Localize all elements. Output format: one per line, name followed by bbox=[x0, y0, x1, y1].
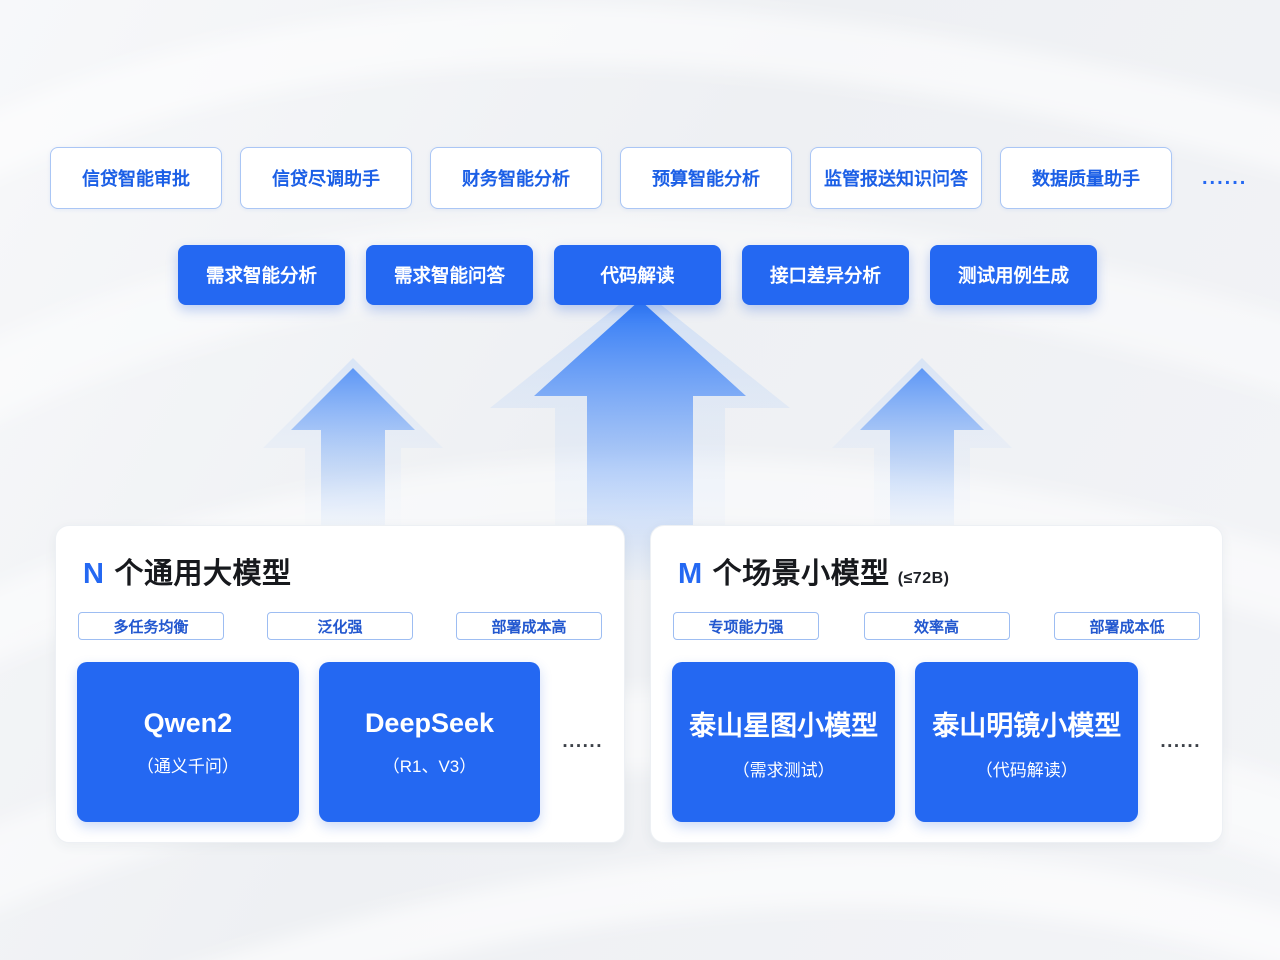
tool-box-interface-diff: 接口差异分析 bbox=[742, 245, 909, 305]
up-arrow-right-halo bbox=[832, 358, 1012, 545]
app-box-regulatory-qa: 监管报送知识问答 bbox=[810, 147, 982, 209]
tool-box-requirement-analysis: 需求智能分析 bbox=[178, 245, 345, 305]
tag-generalization: 泛化强 bbox=[267, 612, 413, 640]
right-tag-row: 专项能力强 效率高 部署成本低 bbox=[672, 612, 1201, 640]
tag-special-capability: 专项能力强 bbox=[673, 612, 819, 640]
tool-box-code-interpretation: 代码解读 bbox=[554, 245, 721, 305]
application-row: 信贷智能审批 信贷尽调助手 财务智能分析 预算智能分析 监管报送知识问答 数据质… bbox=[50, 147, 1247, 209]
general-large-models-card: N 个通用大模型 多任务均衡 泛化强 部署成本高 Qwen2 （通义千问） De… bbox=[55, 525, 625, 843]
up-arrow-right bbox=[860, 368, 984, 532]
right-card-title: M 个场景小模型 (≤72B) bbox=[678, 550, 1201, 592]
tag-multitask-balance: 多任务均衡 bbox=[78, 612, 224, 640]
model-subtitle: （代码解读） bbox=[975, 760, 1078, 780]
model-subtitle: （通义千问） bbox=[136, 756, 239, 776]
scenario-small-models-card: M 个场景小模型 (≤72B) 专项能力强 效率高 部署成本低 泰山星图小模型 … bbox=[650, 525, 1223, 843]
left-title-text: 个通用大模型 bbox=[114, 558, 292, 590]
model-name: 泰山明镜小模型 bbox=[932, 710, 1122, 741]
tag-deploy-cost-low: 部署成本低 bbox=[1054, 612, 1200, 640]
up-arrow-left-halo bbox=[263, 358, 443, 545]
app-box-credit-approval: 信贷智能审批 bbox=[50, 147, 222, 209]
app-box-credit-diligence: 信贷尽调助手 bbox=[240, 147, 412, 209]
model-box-deepseek: DeepSeek （R1、V3） bbox=[318, 662, 541, 822]
tool-box-testcase-generation: 测试用例生成 bbox=[930, 245, 1097, 305]
app-box-finance-analysis: 财务智能分析 bbox=[430, 147, 602, 209]
tag-efficiency: 效率高 bbox=[863, 612, 1010, 640]
left-tag-row: 多任务均衡 泛化强 部署成本高 bbox=[77, 612, 603, 640]
model-box-taishan-mingjing: 泰山明镜小模型 （代码解读） bbox=[915, 662, 1139, 822]
model-name: DeepSeek bbox=[364, 707, 495, 738]
tool-row: 需求智能分析 需求智能问答 代码解读 接口差异分析 测试用例生成 bbox=[178, 245, 1097, 305]
more-models-ellipsis: ...... bbox=[562, 731, 603, 752]
model-name: Qwen2 bbox=[143, 707, 233, 738]
left-model-row: Qwen2 （通义千问） DeepSeek （R1、V3） ...... bbox=[77, 662, 603, 822]
more-models-ellipsis: ...... bbox=[1160, 731, 1201, 752]
tag-deploy-cost-high: 部署成本高 bbox=[456, 612, 602, 640]
model-box-taishan-xingtu: 泰山星图小模型 （需求测试） bbox=[672, 662, 896, 822]
left-card-title: N 个通用大模型 bbox=[83, 550, 603, 592]
model-box-qwen2: Qwen2 （通义千问） bbox=[77, 662, 299, 822]
more-apps-ellipsis: ...... bbox=[1202, 166, 1248, 189]
model-subtitle: （R1、V3） bbox=[382, 756, 477, 776]
model-subtitle: （需求测试） bbox=[732, 760, 835, 780]
right-model-row: 泰山星图小模型 （需求测试） 泰山明镜小模型 （代码解读） ...... bbox=[672, 662, 1201, 822]
app-box-budget-analysis: 预算智能分析 bbox=[620, 147, 792, 209]
app-box-data-quality: 数据质量助手 bbox=[1000, 147, 1172, 209]
right-title-variable: M bbox=[678, 558, 703, 590]
left-title-variable: N bbox=[83, 558, 105, 590]
tool-box-requirement-qa: 需求智能问答 bbox=[366, 245, 533, 305]
model-name: 泰山星图小模型 bbox=[689, 710, 879, 741]
right-title-note: (≤72B) bbox=[897, 570, 950, 587]
right-title-text: 个场景小模型 bbox=[712, 558, 890, 590]
up-arrow-left bbox=[291, 368, 415, 532]
